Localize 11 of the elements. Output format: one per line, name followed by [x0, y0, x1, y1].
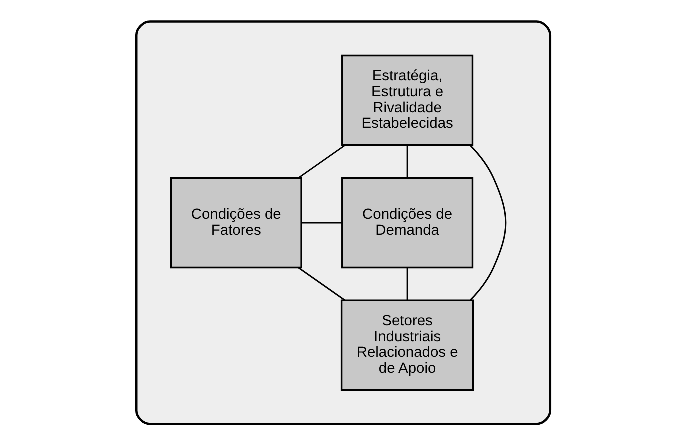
connector	[470, 145, 507, 301]
connector	[298, 267, 346, 302]
node-box: Condições de Fatores	[170, 177, 302, 269]
node-box: Setores Industriais Relacionados e de Apoio	[340, 300, 474, 392]
connector	[406, 145, 408, 178]
node-box: Condições de Demanda	[342, 177, 474, 269]
node-box: Estratégia, Estrutura e Rivalidade Estabelecidas	[342, 54, 474, 146]
cluster	[135, 20, 552, 426]
connector	[302, 222, 342, 224]
connector	[298, 144, 346, 179]
connector	[406, 268, 408, 300]
